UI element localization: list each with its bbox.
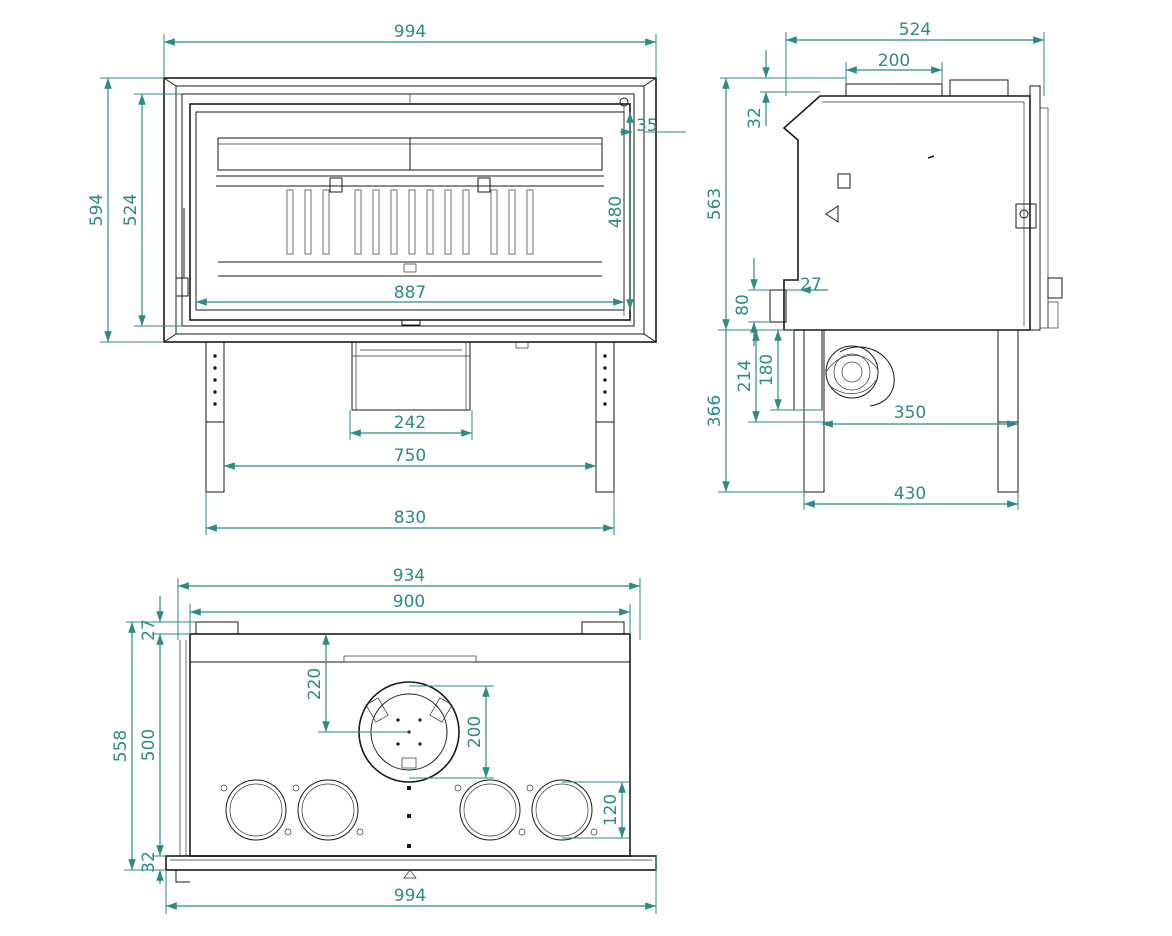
- dim-body-height: 563: [705, 188, 725, 220]
- dim-air-inlet-offset: 27: [800, 275, 822, 295]
- front-legs: [205, 341, 615, 493]
- dim-depth: 524: [899, 20, 931, 40]
- dim-depth-558: 558: [111, 730, 131, 762]
- dim-fan-height: 180: [757, 354, 777, 386]
- dim-offset-27: 27: [139, 619, 159, 641]
- door-latch-icon: [1015, 203, 1037, 229]
- dim-width-994: 994: [394, 886, 426, 906]
- front-view: 994 594 524 480 35 887 242 750 830: [87, 22, 686, 535]
- side-view: 524 200 32 563 27 80 180 214 366 350: [705, 20, 1063, 510]
- dim-width-900: 900: [393, 592, 425, 612]
- dim-legs-outer: 830: [394, 508, 426, 528]
- warning-triangle-icon: [825, 205, 839, 223]
- dim-depth-500: 500: [139, 729, 159, 761]
- hot-air-outlets: [220, 779, 598, 841]
- dim-fan-depth: 350: [894, 403, 926, 423]
- dim-ashpan-width: 242: [394, 413, 426, 433]
- dim-flue-offset: 220: [305, 668, 325, 700]
- dim-width-outer: 994: [394, 22, 426, 42]
- dim-frame-offset: 35: [636, 116, 658, 136]
- flue-outlet: [845, 83, 943, 97]
- top-body: [189, 633, 631, 857]
- dim-legs-inner: 750: [394, 446, 426, 466]
- front-frame-strip: [165, 855, 657, 871]
- dim-height-outer: 594: [87, 194, 107, 226]
- dim-fan-top: 214: [735, 360, 755, 392]
- dim-glass-width: 887: [394, 283, 426, 303]
- dim-air-inlet-height: 80: [733, 294, 753, 316]
- dim-width-934: 934: [393, 566, 425, 586]
- dim-top-offset: 32: [745, 107, 765, 129]
- dim-glass-height: 480: [606, 196, 626, 228]
- door-handle-icon: [175, 277, 189, 297]
- ash-pan: [351, 341, 471, 411]
- grate-bars: [286, 189, 534, 255]
- dim-offset-32: 32: [139, 851, 159, 873]
- dim-legs-depth: 430: [894, 484, 926, 504]
- top-view: 934 900 27 558 500 32 220 200 120 994: [111, 566, 657, 914]
- dim-height-frame: 524: [121, 194, 141, 226]
- dim-flue-diameter: 200: [465, 716, 485, 748]
- dim-outlet-diameter: 120: [601, 794, 621, 826]
- air-inlet: [769, 289, 787, 323]
- dim-legs-height: 366: [705, 395, 725, 427]
- dim-flue-width: 200: [878, 51, 910, 71]
- label-plate-icon: [837, 173, 851, 189]
